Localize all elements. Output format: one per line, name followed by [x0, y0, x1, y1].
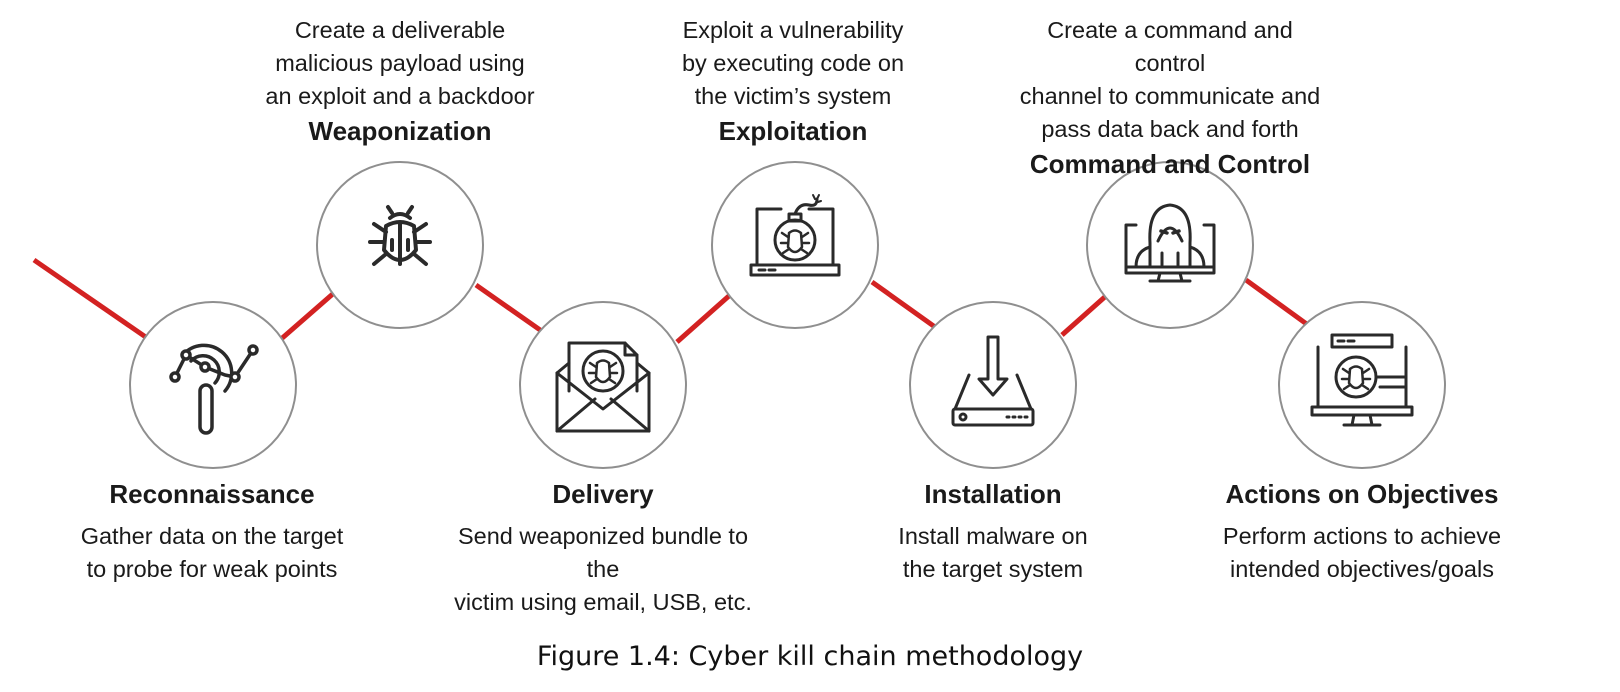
stage-description: Create a command and control channel to …: [1010, 14, 1330, 146]
stage-delivery: Delivery Send weaponized bundle to the v…: [443, 478, 763, 619]
stage-circle-installation: [909, 301, 1077, 469]
description-line: an exploit and a backdoor: [265, 83, 535, 109]
stage-circle-delivery: [519, 301, 687, 469]
description-line: pass data back and forth: [1041, 116, 1299, 142]
description-line: Gather data on the target: [80, 523, 344, 549]
connector-lines: [32, 257, 1310, 344]
bug-icon: [368, 205, 432, 266]
envelope-bug-icon: [555, 341, 651, 433]
stage-command-and-control: Create a command and control channel to …: [1010, 14, 1330, 180]
description-line: victim using email, USB, etc.: [454, 589, 752, 615]
stage-weaponization: Create a deliverable malicious payload u…: [240, 14, 560, 147]
stage-description: Gather data on the target to probe for w…: [52, 520, 372, 586]
stage-circle-command-and-control: [1086, 161, 1254, 329]
stage-actions-on-objectives: Actions on Objectives Perform actions to…: [1202, 478, 1522, 586]
description-line: to probe for weak points: [86, 556, 338, 582]
stage-title: Delivery: [552, 479, 654, 509]
stage-title: Actions on Objectives: [1225, 479, 1499, 509]
stage-title: Installation: [924, 479, 1062, 509]
stage-circles: [129, 161, 1446, 469]
description-line: the victim’s system: [694, 83, 892, 109]
figure-caption: Figure 1.4: Cyber kill chain methodology: [536, 641, 1084, 672]
stage-circle-reconnaissance: [129, 301, 297, 469]
stage-circle-exploitation: [711, 161, 879, 329]
description-line: by executing code on: [681, 50, 905, 76]
stage-description: Install malware on the target system: [833, 520, 1153, 586]
stage-installation: Installation Install malware on the targ…: [833, 478, 1153, 586]
stage-reconnaissance: Reconnaissance Gather data on the target…: [52, 478, 372, 586]
laptop-bomb-bug-icon: [749, 194, 841, 277]
description-line: Create a command and control: [1047, 17, 1293, 76]
connector-line-lead: [32, 257, 152, 343]
stage-title: Reconnaissance: [109, 479, 315, 509]
description-line: Create a deliverable: [294, 17, 506, 43]
stage-description: Exploit a vulnerability by executing cod…: [633, 14, 953, 113]
stage-description: Perform actions to achieve intended obje…: [1202, 520, 1522, 586]
description-line: intended objectives/goals: [1230, 556, 1494, 582]
connector-line: [278, 290, 337, 342]
monitor-bug-search-icon: [1310, 333, 1414, 427]
hacker-monitor-icon: [1124, 203, 1216, 283]
stage-title: Command and Control: [1029, 149, 1311, 179]
description-line: Install malware on: [898, 523, 1088, 549]
connector-line: [870, 279, 937, 330]
description-line: channel to communicate and: [1019, 83, 1321, 109]
stage-description: Send weaponized bundle to the victim usi…: [443, 520, 763, 619]
magnifier-network-icon: [169, 343, 259, 435]
stage-description: Create a deliverable malicious payload u…: [240, 14, 560, 113]
stage-title: Weaponization: [308, 116, 492, 146]
description-line: the target system: [902, 556, 1084, 582]
description-line: Exploit a vulnerability: [682, 17, 904, 43]
stage-title: Exploitation: [718, 116, 868, 146]
drive-download-icon: [951, 335, 1035, 427]
description-line: Perform actions to achieve: [1222, 523, 1502, 549]
description-line: Send weaponized bundle to the: [457, 523, 749, 582]
description-line: malicious payload using: [275, 50, 525, 76]
connector-line: [1060, 293, 1109, 337]
connector-line: [1244, 277, 1310, 328]
connector-line: [474, 282, 545, 335]
stage-exploitation: Exploit a vulnerability by executing cod…: [633, 14, 953, 147]
connector-line: [675, 293, 732, 344]
